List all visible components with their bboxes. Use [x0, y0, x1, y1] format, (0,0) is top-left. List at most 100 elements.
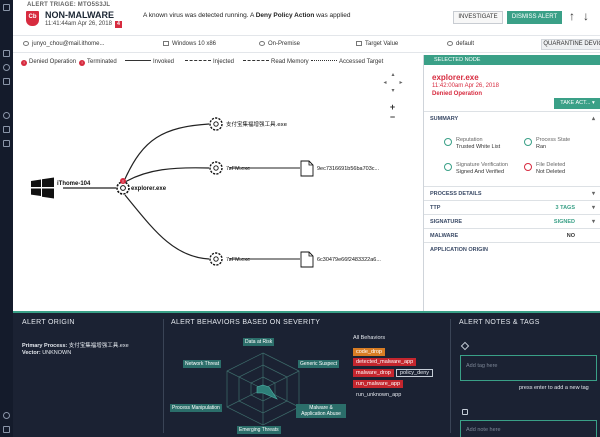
alert-time: 11:41:44am Apr 26, 2018 [45, 21, 112, 27]
behavior-tag[interactable]: run_unknown_app [356, 392, 402, 398]
windows-icon [163, 41, 169, 46]
quarantine-device-button[interactable]: QUARANTINE DEVICE [541, 39, 600, 50]
device-location-label: On-Premise [268, 41, 301, 47]
investigate-button[interactable]: INVESTIGATE [453, 11, 503, 24]
investigate-icon[interactable] [3, 78, 10, 85]
device-info-bar: junyo_chou@mail.ithome... Windows 10 x86… [13, 36, 600, 53]
selected-node-header: SELECTED NODE [424, 55, 600, 65]
signature-label: SIGNATURE [430, 219, 462, 225]
tag-input[interactable]: Add tag here [460, 355, 597, 381]
dismiss-alert-button[interactable]: DISMISS ALERT [507, 11, 562, 24]
reputation-value: Trusted White List [456, 144, 501, 150]
malware-section[interactable]: MALWARE NO [424, 228, 600, 242]
alert-header: ALERT TRIAGE: MTO5S3JL Cb NON-MALWARE 11… [13, 0, 600, 36]
terminated-icon: ! [79, 60, 85, 66]
pan-up-icon[interactable]: ▴ [391, 72, 395, 78]
malware-label: MALWARE [430, 233, 459, 239]
graph-legend: !Denied Operation !Terminated Invoked In… [13, 55, 423, 69]
process-details-label: PROCESS DETAILS [430, 191, 482, 197]
child1-gear-icon[interactable] [209, 117, 223, 131]
left-nav-rail [0, 0, 13, 437]
ttp-section[interactable]: TTP 3 TAGS ▾ [424, 200, 600, 214]
chevron-down-icon: ▾ [591, 205, 595, 211]
legend-terminated-label: Terminated [87, 59, 117, 65]
legend-accessed-target: Accessed Target [311, 59, 383, 65]
device-user-label: junyo_chou@mail.ithome... [32, 41, 105, 47]
summary-section-label: SUMMARY [430, 116, 459, 122]
process-details-section[interactable]: PROCESS DETAILS ▾ [424, 186, 600, 200]
tag-hint: press enter to add a new tag [519, 385, 589, 391]
node-child1-label: 支付宝集福增强工具.exe [226, 120, 288, 128]
behavior-tag[interactable]: policy_deny [396, 369, 434, 377]
svg-text:!: ! [122, 179, 123, 184]
policies-icon[interactable] [3, 126, 10, 133]
device-policy-label: default [456, 41, 475, 47]
device-os: Windows 10 x86 [163, 41, 216, 47]
zoom-out-button[interactable]: − [389, 112, 396, 122]
primary-process-value: 支付宝集福增强工具.exe [68, 343, 129, 349]
file-deleted-value: Not Deleted [536, 169, 566, 175]
file-icon[interactable] [300, 251, 314, 268]
node-child3-file-label: 6c30479e66f2483322a6... [317, 257, 381, 263]
radar-label-process-manipulation: Process Manipulation [170, 404, 222, 412]
file-icon[interactable] [300, 160, 314, 177]
summary-section-header[interactable]: SUMMARY ▴ [424, 111, 600, 125]
edge-explorer-child1 [124, 123, 210, 180]
divider [163, 319, 164, 433]
application-origin-section[interactable]: APPLICATION ORIGIN [424, 242, 600, 256]
radar-label-emerging-threats: Emerging Threats [237, 426, 281, 434]
behavior-tag[interactable]: code_drop [353, 348, 385, 356]
behavior-tag[interactable]: run_malware_app [353, 380, 404, 388]
behavior-tag[interactable]: malware_drop [353, 369, 394, 377]
reputation-label: Reputation [456, 137, 483, 143]
arrow-down-icon[interactable]: ↓ [583, 9, 589, 23]
radar-label-network-threat: Network Threat [183, 360, 222, 368]
help-icon[interactable] [3, 426, 10, 433]
device-location: On-Premise [259, 41, 300, 47]
note-input[interactable]: Add note here [460, 420, 597, 437]
endpoints-icon[interactable] [3, 112, 10, 119]
take-action-button[interactable]: TAKE ACT... ▾ [554, 98, 600, 109]
menu-icon[interactable] [3, 4, 10, 11]
accessed-target-line-icon [311, 60, 337, 61]
legend-terminated: !Terminated [79, 59, 117, 66]
legend-invoked: Invoked [125, 59, 174, 65]
chevron-up-icon: ▴ [591, 116, 595, 122]
injected-line-icon [185, 60, 211, 61]
child3-gear-icon[interactable] [209, 252, 223, 266]
vector-label: Vector: [22, 350, 41, 356]
legend-invoked-label: Invoked [153, 59, 175, 65]
signature-section[interactable]: SIGNATURE SIGNED ▾ [424, 214, 600, 228]
device-policy: default [447, 41, 474, 47]
signature-icon [444, 163, 452, 171]
reports-icon[interactable] [3, 140, 10, 147]
node-center-label: explorer.exe [131, 186, 167, 192]
pan-down-icon[interactable]: ▾ [391, 88, 395, 94]
child2-gear-icon[interactable] [209, 161, 223, 175]
settings-icon[interactable] [3, 412, 10, 419]
cb-logo-icon: Cb [26, 11, 39, 26]
divider [450, 319, 451, 433]
selected-node-panel: SELECTED NODE explorer.exe 11:42:00am Ap… [423, 55, 600, 311]
zoom-in-button[interactable]: + [389, 102, 396, 112]
dashboard-icon[interactable] [3, 50, 10, 57]
alert-message-pre: A known virus was detected running. A [143, 12, 256, 19]
windows-icon[interactable] [31, 177, 54, 199]
behavior-tag[interactable]: detected_malware_app [353, 358, 417, 366]
alerts-icon[interactable] [3, 64, 10, 71]
page-title: ALERT TRIAGE: MTO5S3JL [27, 2, 111, 8]
primary-process-label: Primary Process: [22, 343, 68, 349]
tag-icon [460, 341, 470, 351]
arrow-up-icon[interactable]: ↑ [569, 9, 575, 23]
signature-verification-label: Signature Verification [456, 162, 508, 168]
pan-left-icon[interactable]: ◂ [383, 80, 387, 86]
device-os-label: Windows 10 x86 [172, 41, 217, 47]
node-child2-file-label: 9ec7316691b56ba703c... [317, 166, 380, 172]
alert-message-policy: Deny Policy Action [255, 12, 315, 19]
invoked-line-icon [125, 60, 151, 61]
pan-right-icon[interactable]: ▸ [399, 80, 403, 86]
ttp-label: TTP [430, 205, 441, 211]
policy-icon [447, 41, 453, 46]
radar-label-data-at-risk: Data at Risk [243, 338, 275, 346]
selected-process-operation: Denied Operation [432, 91, 483, 97]
